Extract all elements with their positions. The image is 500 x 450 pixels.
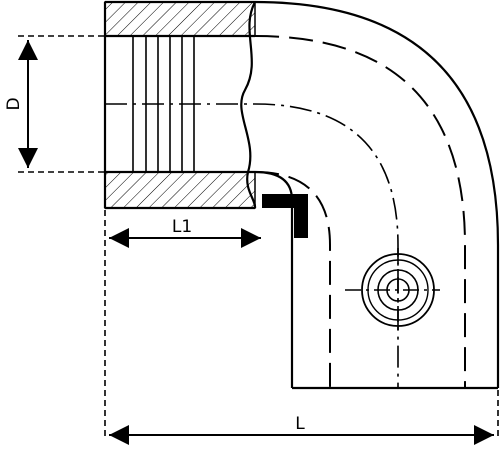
label-l1: L1 xyxy=(172,217,192,237)
socket-stop xyxy=(262,194,308,238)
label-l: L xyxy=(295,414,305,434)
socket-wall-hatching xyxy=(104,1,256,209)
centerline xyxy=(105,103,399,388)
socket-bore xyxy=(105,1,257,209)
hidden-bore-lines xyxy=(254,35,466,388)
label-d: D xyxy=(4,97,24,110)
dimension-d xyxy=(18,35,105,173)
dimension-l xyxy=(104,210,499,445)
fusion-terminal-icon xyxy=(345,248,440,330)
